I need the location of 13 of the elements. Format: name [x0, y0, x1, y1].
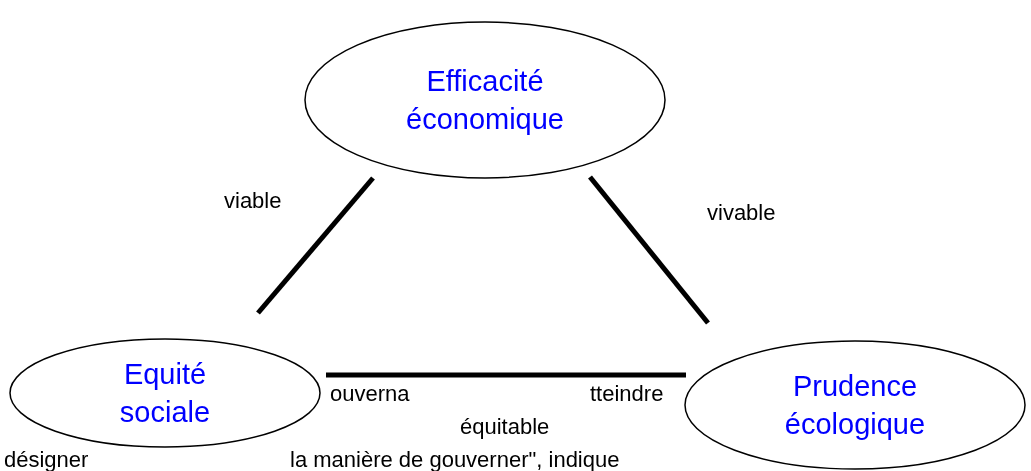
ellipse-node: [305, 22, 665, 178]
ellipse-node: [685, 341, 1025, 469]
connector-line: [256, 176, 375, 315]
text-fragment: la manière de gouverner", indique: [290, 447, 620, 471]
connector-line: [588, 175, 710, 325]
node-label: Efficacité économique: [405, 64, 565, 137]
connector-line: [326, 372, 686, 378]
node-label: Prudence écologique: [783, 369, 927, 442]
text-fragment: ouverna: [330, 381, 410, 407]
text-fragment: désigner: [4, 447, 89, 471]
text-fragment: tteindre: [590, 381, 664, 407]
node-label: Equité sociale: [118, 357, 212, 430]
ellipse-node: [10, 339, 320, 447]
